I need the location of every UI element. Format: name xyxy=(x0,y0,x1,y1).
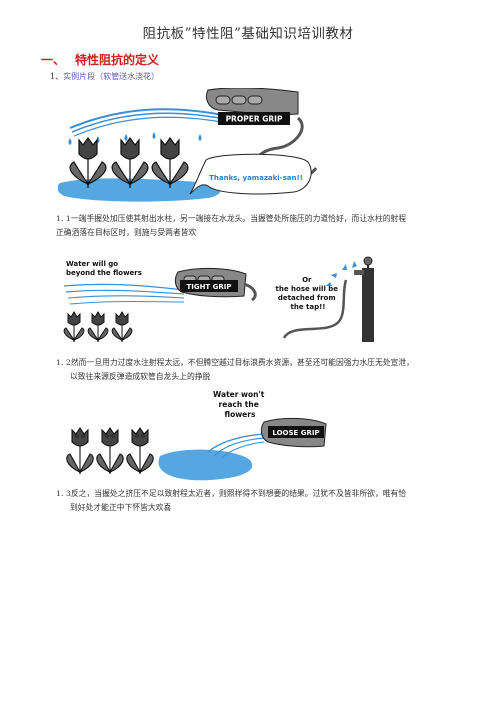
paragraph-1-2-line-2: 以致往来源反弹造成软管自龙头上的挣脱 xyxy=(70,372,211,381)
tight-grip-illustration: Water will go beyond the flowers xyxy=(63,256,374,342)
section-number: 一、 xyxy=(41,53,66,67)
paragraph-1-2-line-1: 1. 2然而一旦用力过度水注射程太远，不但腾空越过目标浪费水资源，甚至还可能因强… xyxy=(56,358,414,367)
tight-grip-note: Water will go beyond the flowers xyxy=(66,260,142,277)
thanks-caption: Thanks, yamazaki-san!! xyxy=(209,174,303,182)
detached-note: Or the hose will be detached from the ta… xyxy=(276,276,341,311)
paragraph-1-3-line-2: 到好处才能正中下怀皆大欢喜 xyxy=(70,503,172,512)
loose-grip-illustration: Water won't reach the flowers xyxy=(66,390,327,481)
proper-grip-illustration: PROPER GRIP Thanks, yamazaki-san!! xyxy=(58,88,318,202)
loose-grip-badge: LOOSE GRIP xyxy=(272,429,319,437)
document-title: 阻抗板”特性阻”基础知识培训教材 xyxy=(142,26,354,42)
item-number: 1、 xyxy=(50,72,64,81)
tight-grip-badge: TIGHT GRIP xyxy=(186,283,231,291)
section-title: 特性阻抗的定义 xyxy=(75,53,160,67)
paragraph-1-3-line-1: 1. 3反之，当握处之挤压不足以致射程太近者，则照样得不到想要的结果。过犹不及皆… xyxy=(56,489,407,498)
paragraph-1-2: 1. 2然而一旦用力过度水注射程太远，不但腾空越过目标浪费水资源，甚至还可能因强… xyxy=(56,356,414,384)
item-text: 实例片段（软管送水浇花） xyxy=(63,72,160,81)
loose-grip-note: Water won't reach the flowers xyxy=(213,390,267,419)
item-heading: 1、实例片段（软管送水浇花） xyxy=(50,71,159,82)
paragraph-1-1-line-2: 正确洒落在目标区时，则施与受两者皆欢 xyxy=(56,228,197,237)
paragraph-1-1-line-1: 1. 1一端手握处加压使其射出水柱，另一端接在水龙头。当握管处所施压的力道恰好，… xyxy=(56,214,407,223)
paragraph-1-1: 1. 1一端手握处加压使其射出水柱，另一端接在水龙头。当握管处所施压的力道恰好，… xyxy=(56,212,406,240)
proper-grip-badge: PROPER GRIP xyxy=(226,115,283,124)
paragraph-1-3: 1. 3反之，当握处之挤压不足以致射程太近者，则照样得不到想要的结果。过犹不及皆… xyxy=(56,487,406,515)
